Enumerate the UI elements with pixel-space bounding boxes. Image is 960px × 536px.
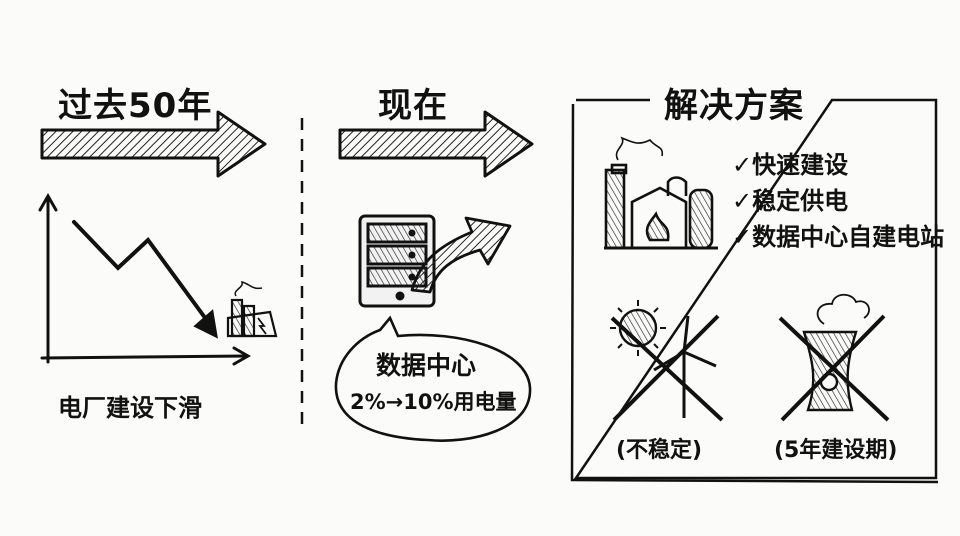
now-title: 现在 — [378, 86, 448, 126]
speech-bubble — [334, 315, 532, 442]
bubble-text: 2%→10%用电量 — [350, 390, 517, 414]
solution-title: 解决方案 — [664, 86, 804, 126]
small-power-plant-icon — [226, 280, 278, 338]
rejected-caption-renewables: (不稳定) — [616, 438, 703, 463]
sun-wind-icon — [610, 300, 724, 422]
past-arrow — [40, 110, 267, 178]
decline-chart — [38, 192, 252, 366]
power-plant-icon — [604, 136, 718, 250]
growth-arrow — [410, 216, 512, 294]
check-item: ✓稳定供电 — [732, 187, 849, 215]
now-arrow — [338, 110, 534, 178]
past-title: 过去50年 — [58, 86, 213, 126]
past-caption: 电厂建设下滑 — [58, 394, 202, 422]
check-item: ✓快速建设 — [732, 151, 849, 179]
nuclear-plant-icon — [778, 293, 890, 422]
solution-box — [570, 98, 939, 484]
server-icon — [358, 214, 436, 308]
check-item: ✓数据中心自建电站 — [732, 223, 945, 251]
rejected-caption-nuclear: (5年建设期) — [774, 438, 898, 463]
bubble-title: 数据中心 — [376, 351, 477, 380]
solution-checklist: ✓快速建设 ✓稳定供电 ✓数据中心自建电站 — [732, 150, 944, 252]
